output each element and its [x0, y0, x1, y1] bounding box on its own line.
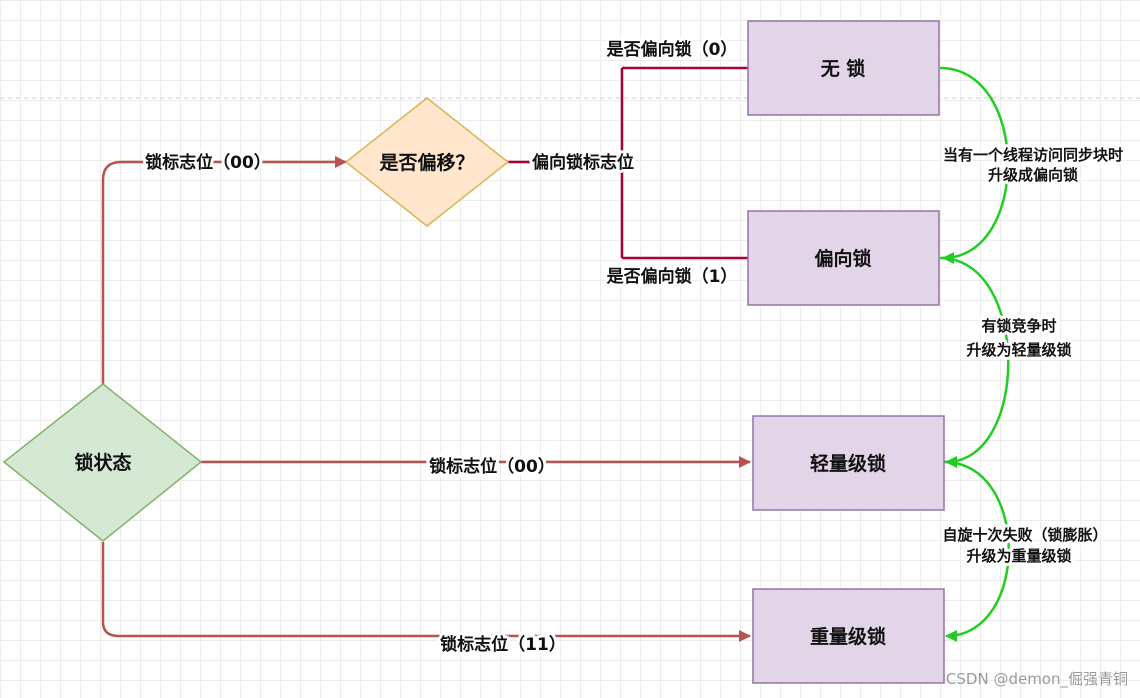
transition-light-to-heavy-line1: 自旋十次失败（锁膨胀）: [942, 526, 1107, 544]
upgrade-arrow-biased-to-light: [939, 256, 1010, 468]
node-heavyweight-lock: 重量级锁: [752, 588, 945, 684]
transition-no-to-biased-line1: 当有一个线程访问同步块时: [943, 146, 1123, 164]
edge-decision-bracket: [482, 66, 748, 260]
transition-biased-to-light-line2: 升级为轻量级锁: [966, 341, 1071, 359]
node-is-biased-decision: 是否偏移？: [344, 97, 510, 227]
biased-lock-label: 偏向锁: [814, 247, 871, 270]
upgrade-arrow-no-to-biased: [939, 66, 1010, 264]
node-lock-state: 锁状态: [2, 383, 203, 542]
upgrade-arrow-light-to-heavy: [943, 460, 1010, 642]
edge-label-to-biased-check: 锁标志位（00）: [145, 152, 271, 173]
watermark: CSDN @demon_倔强青铜: [946, 670, 1128, 689]
node-no-lock: 无 锁: [747, 20, 940, 116]
lightweight-lock-label: 轻量级锁: [810, 452, 886, 475]
heavyweight-lock-label: 重量级锁: [810, 625, 886, 648]
lock-state-label: 锁状态: [74, 451, 131, 474]
edge-label-biased-0: 是否偏向锁（0）: [607, 39, 738, 60]
edge-label-to-lightweight: 锁标志位（00）: [429, 456, 555, 477]
edge-state-to-heavyweight: [101, 542, 751, 642]
node-biased-lock: 偏向锁: [747, 210, 940, 306]
transition-no-to-biased-line2: 升级成偏向锁: [988, 166, 1078, 184]
transition-light-to-heavy-line2: 升级为重量级锁: [966, 547, 1071, 565]
node-lightweight-lock: 轻量级锁: [752, 415, 945, 511]
edge-label-biased-flag: 偏向锁标志位: [532, 152, 634, 173]
edge-label-to-heavyweight: 锁标志位（11）: [440, 634, 566, 655]
is-biased-label: 是否偏移？: [379, 151, 474, 174]
edge-state-to-decision: [101, 156, 347, 384]
no-lock-label: 无 锁: [821, 57, 866, 80]
transition-biased-to-light-line1: 有锁竞争时: [981, 317, 1056, 335]
edge-label-biased-1: 是否偏向锁（1）: [607, 266, 738, 287]
